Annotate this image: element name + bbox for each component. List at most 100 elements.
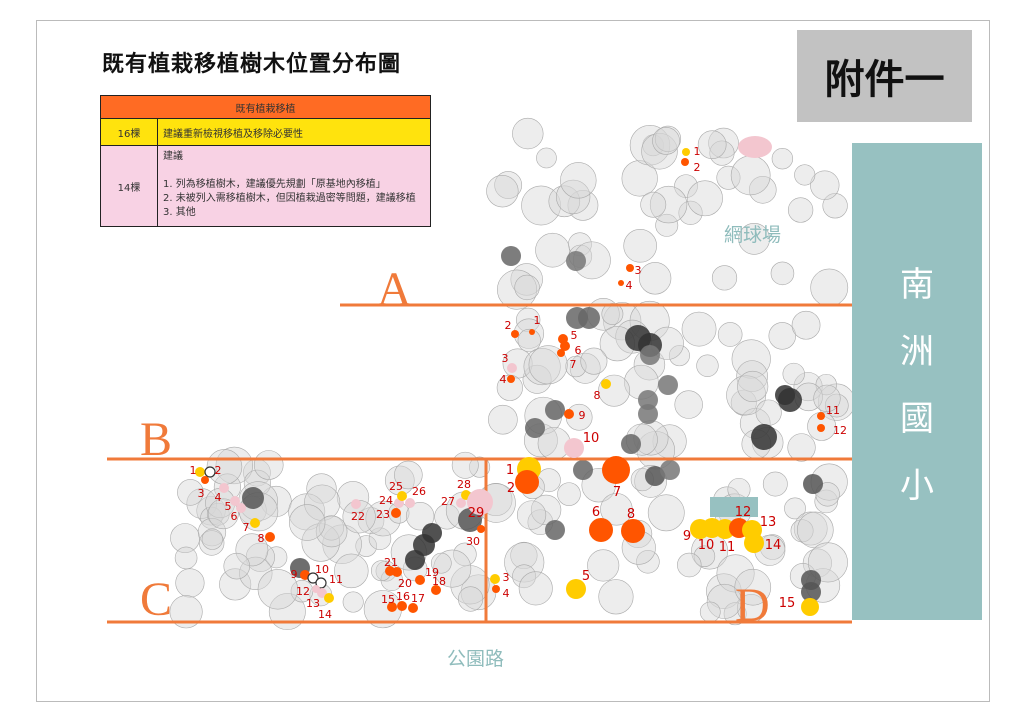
tree-canopy xyxy=(257,569,298,610)
legend-count: 16棵 xyxy=(100,118,158,146)
tree-canopy xyxy=(497,269,538,310)
tree-marker-orange xyxy=(817,412,825,420)
tree-canopy xyxy=(813,384,841,412)
tree-marker-label: 13 xyxy=(306,597,320,610)
legend-row-pink: 14棵 建議 1. 列為移植樹木，建議優先規劃「原基地內移植」 2. 未被列入需… xyxy=(100,145,431,227)
tree-canopy-dark xyxy=(566,251,586,271)
tree-marker-orange xyxy=(557,349,565,357)
tree-marker-label: 3 xyxy=(198,487,205,500)
tree-canopy xyxy=(687,180,723,217)
tree-canopy xyxy=(601,303,624,325)
tree-canopy xyxy=(787,197,814,223)
tree-canopy xyxy=(488,404,518,435)
tree-marker-label: 2 xyxy=(215,464,222,477)
tree-marker-label: 2 xyxy=(505,319,512,332)
tree-canopy xyxy=(770,261,795,286)
tree-canopy xyxy=(557,482,581,506)
tree-canopy xyxy=(771,148,794,170)
tree-canopy xyxy=(265,546,288,569)
tree-canopy xyxy=(560,162,597,199)
tree-canopy xyxy=(784,497,806,520)
tree-marker-label: 10 xyxy=(315,563,329,576)
tree-canopy xyxy=(569,352,601,384)
school-char: 小 xyxy=(900,465,934,506)
tree-canopy xyxy=(652,127,680,155)
tree-marker-label: 7 xyxy=(613,485,621,500)
zone-d-label: D xyxy=(735,579,770,632)
tree-canopy xyxy=(394,460,423,490)
tree-canopy xyxy=(365,500,401,537)
annex-label: 附件一 xyxy=(797,30,972,122)
tree-marker-orange xyxy=(626,264,634,272)
tree-canopy xyxy=(822,193,848,219)
tree-canopy xyxy=(734,568,772,606)
tree-canopy xyxy=(641,133,678,170)
tree-marker-orange xyxy=(529,329,535,335)
tree-canopy xyxy=(723,602,747,626)
tree-canopy xyxy=(253,450,284,480)
legend-count: 14棵 xyxy=(100,145,158,227)
tree-canopy xyxy=(654,125,682,152)
legend-line: 1. 列為移植樹木，建議優先規劃「原基地內移植」 xyxy=(163,179,386,190)
tree-canopy xyxy=(697,130,727,160)
tree-marker-orange xyxy=(477,525,485,533)
tree-marker-label: 6 xyxy=(231,510,238,523)
tree-marker-label: 1 xyxy=(190,464,197,477)
tree-canopy xyxy=(814,489,838,514)
tree-canopy xyxy=(736,360,768,392)
tree-canopy xyxy=(699,601,721,623)
tree-marker-label: 12 xyxy=(296,585,310,598)
tennis-court-label: 網球場 xyxy=(724,224,782,246)
tree-canopy xyxy=(709,140,735,166)
tree-canopy xyxy=(796,511,834,549)
tree-canopy xyxy=(535,232,570,268)
tree-marker-yellow xyxy=(801,598,819,616)
tree-canopy xyxy=(198,530,225,556)
tree-marker-orange xyxy=(408,603,418,613)
tree-canopy xyxy=(342,591,364,613)
tree-marker-label: 2 xyxy=(694,161,701,174)
tree-canopy-dark xyxy=(621,434,641,454)
tree-canopy xyxy=(708,127,739,159)
school-char: 洲 xyxy=(900,331,934,372)
tree-marker-label: 9 xyxy=(579,409,586,422)
pool-area xyxy=(710,497,758,517)
tree-canopy xyxy=(486,175,519,208)
tree-canopy xyxy=(223,552,251,580)
tree-canopy xyxy=(196,496,226,526)
tree-canopy-pink xyxy=(738,136,772,158)
tree-canopy xyxy=(518,571,553,606)
tree-marker-label: 15 xyxy=(381,593,395,606)
zone-c-label: C xyxy=(140,573,173,626)
tree-marker-label: 2 xyxy=(507,481,515,496)
tree-marker-label: 4 xyxy=(626,279,633,292)
tree-canopy xyxy=(450,565,490,605)
tree-marker-label: 9 xyxy=(291,568,298,581)
tree-marker-label: 21 xyxy=(384,556,398,569)
tree-canopy xyxy=(315,515,348,548)
page-title: 既有植栽移植樹木位置分布圖 xyxy=(102,52,402,77)
tree-canopy xyxy=(336,481,370,514)
tree-marker-orange xyxy=(602,456,630,484)
school-char: 南 xyxy=(900,264,934,305)
tree-marker-orange xyxy=(201,476,209,484)
tree-marker-label: 8 xyxy=(258,532,265,545)
tree-canopy xyxy=(807,542,848,583)
tree-marker-yellow xyxy=(490,574,500,584)
tree-marker-label: 4 xyxy=(500,373,507,386)
tree-marker-label: 1 xyxy=(506,463,514,478)
tree-canopy-dark xyxy=(638,404,658,424)
tree-canopy xyxy=(587,549,620,582)
road-label: 公園路 xyxy=(447,648,505,670)
tree-canopy xyxy=(693,545,716,568)
page-frame xyxy=(36,20,990,702)
tree-marker-pink xyxy=(230,496,240,506)
tree-canopy xyxy=(737,370,769,403)
tree-marker-orange xyxy=(560,341,570,351)
tree-marker-yellow xyxy=(195,467,205,477)
tree-canopy xyxy=(357,507,385,534)
tree-marker-white xyxy=(204,466,216,478)
tree-canopy-dark xyxy=(638,390,658,410)
tree-marker-label: 10 xyxy=(583,431,600,446)
